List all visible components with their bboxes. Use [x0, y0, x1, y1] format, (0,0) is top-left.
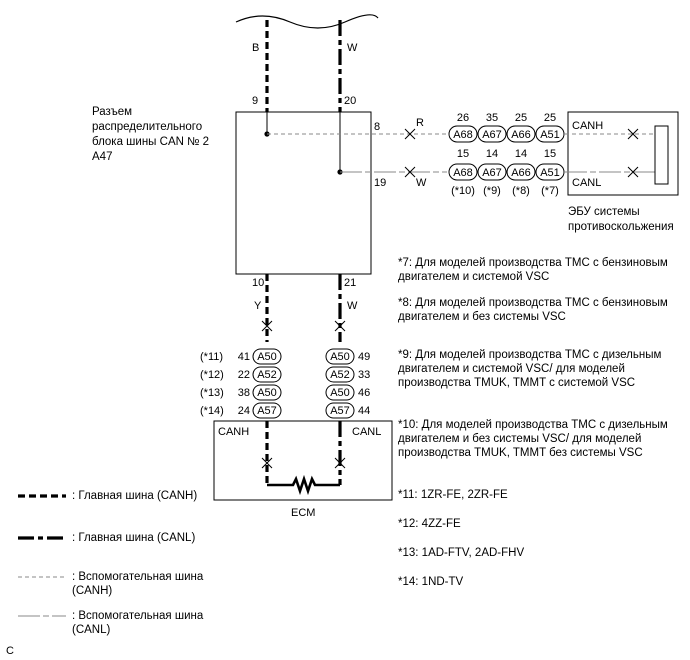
- wire-color-y: Y: [254, 300, 262, 312]
- ecm-conn-left-2: A52: [257, 369, 277, 381]
- legend-main-canh: : Главная шина (CANH): [72, 490, 198, 502]
- ecm-note-13: (*13): [200, 387, 224, 399]
- ecm-box: [213, 420, 393, 501]
- note-ref-8: (*8): [512, 185, 530, 197]
- ecm-pin-24: 24: [238, 405, 250, 417]
- ecm-pin-49: 49: [358, 351, 370, 363]
- note-11: *11: 1ZR-FE, 2ZR-FE: [398, 489, 508, 501]
- note-10: *10: Для моделей производства TMC с дизе…: [398, 419, 668, 459]
- note-ref-9: (*9): [483, 185, 501, 197]
- ecm-conn-right-4: A57: [330, 405, 350, 417]
- ecm-pin-46: 46: [358, 387, 370, 399]
- ecm-pin-33: 33: [358, 369, 370, 381]
- ecm-conn-right-1: A50: [330, 351, 350, 363]
- note-ref-7: (*7): [541, 185, 559, 197]
- ecm-pin-22: 22: [238, 369, 250, 381]
- pin-14b: 14: [515, 148, 527, 160]
- junction-block-a47: [235, 111, 372, 275]
- pin-14: 14: [486, 148, 498, 160]
- ecm-pin-38: 38: [238, 387, 250, 399]
- ecm-connector-stack: A50 A52 A50 A57 A50 A52 A50 A57 (*11) (*…: [200, 348, 370, 419]
- ecm-conn-left-1: A50: [257, 351, 277, 363]
- ecm-pin-44: 44: [358, 405, 370, 417]
- ecu-canh-label: CANH: [572, 120, 603, 132]
- note-13: *13: 1AD-FTV, 2AD-FHV: [398, 547, 525, 559]
- upper-connector-row: A68 A67 A66 A51 26 35 25 25 15 14 14 15: [448, 112, 565, 160]
- wire-color-w-top: W: [347, 42, 358, 54]
- connector-a68-lower: A68: [453, 167, 473, 179]
- pin-25b: 25: [544, 112, 556, 124]
- pin-9: 9: [252, 95, 258, 107]
- wire-color-w-sub: W: [416, 177, 427, 189]
- note-8: *8: Для моделей производства TMC с бензи…: [398, 297, 668, 323]
- pin-21: 21: [344, 277, 356, 289]
- pin-20: 20: [344, 95, 356, 107]
- wire-color-r: R: [416, 117, 424, 129]
- ecm-canl-label: CANL: [352, 426, 381, 438]
- ecm-conn-left-3: A50: [257, 387, 277, 399]
- connector-a66: A66: [511, 129, 531, 141]
- pin-35: 35: [486, 112, 498, 124]
- ecm-note-14: (*14): [200, 405, 224, 417]
- pin-15b: 15: [544, 148, 556, 160]
- junction-block-label: Разъем распределительного блока шины CAN…: [92, 106, 210, 163]
- note-14: *14: 1ND-TV: [398, 576, 464, 588]
- harness-break-line: [235, 14, 379, 29]
- ecm-conn-right-3: A50: [330, 387, 350, 399]
- connector-a67: A67: [482, 129, 502, 141]
- ecu-canl-label: CANL: [572, 177, 601, 189]
- ecm-label: ECM: [291, 507, 315, 519]
- legend-sub-canh: : Вспомогательная шина (CANH): [72, 571, 204, 597]
- ecm-note-12: (*12): [200, 369, 224, 381]
- connector-a51-lower: A51: [540, 167, 560, 179]
- ecm-conn-right-2: A52: [330, 369, 350, 381]
- connector-a68: A68: [453, 129, 473, 141]
- ecu-terminator: [654, 125, 669, 185]
- pin-25: 25: [515, 112, 527, 124]
- note-7: *7: Для моделей производства TMC с бензи…: [398, 257, 668, 283]
- lower-connector-row: A68 A67 A66 A51 (*10) (*9) (*8) (*7): [448, 163, 565, 197]
- pin-10: 10: [252, 277, 264, 289]
- note-12: *12: 4ZZ-FE: [398, 518, 461, 530]
- legend-sub-canl: : Вспомогательная шина (CANL): [72, 610, 204, 636]
- wire-color-w-bottom: W: [347, 300, 358, 312]
- corner-mark: C: [6, 645, 14, 657]
- pin-8: 8: [374, 121, 380, 133]
- terminating-resistor: [267, 474, 340, 496]
- pin-19: 19: [374, 177, 386, 189]
- skid-control-ecu-label: ЭБУ системы противоскольжения: [568, 206, 674, 233]
- legend-main-canl: : Главная шина (CANL): [72, 532, 196, 544]
- connector-a67-lower: A67: [482, 167, 502, 179]
- ecm-canh-label: CANH: [218, 426, 249, 438]
- note-9: *9: Для моделей производства TMC с дизел…: [398, 349, 662, 389]
- pin-26: 26: [457, 112, 469, 124]
- connector-a51: A51: [540, 129, 560, 141]
- ecm-pin-41: 41: [238, 351, 250, 363]
- ecm-note-11: (*11): [200, 351, 223, 363]
- wire-color-b: B: [252, 42, 259, 54]
- pin-15: 15: [457, 148, 469, 160]
- ecm-conn-left-4: A57: [257, 405, 277, 417]
- note-ref-10: (*10): [451, 185, 475, 197]
- connector-a66-lower: A66: [511, 167, 531, 179]
